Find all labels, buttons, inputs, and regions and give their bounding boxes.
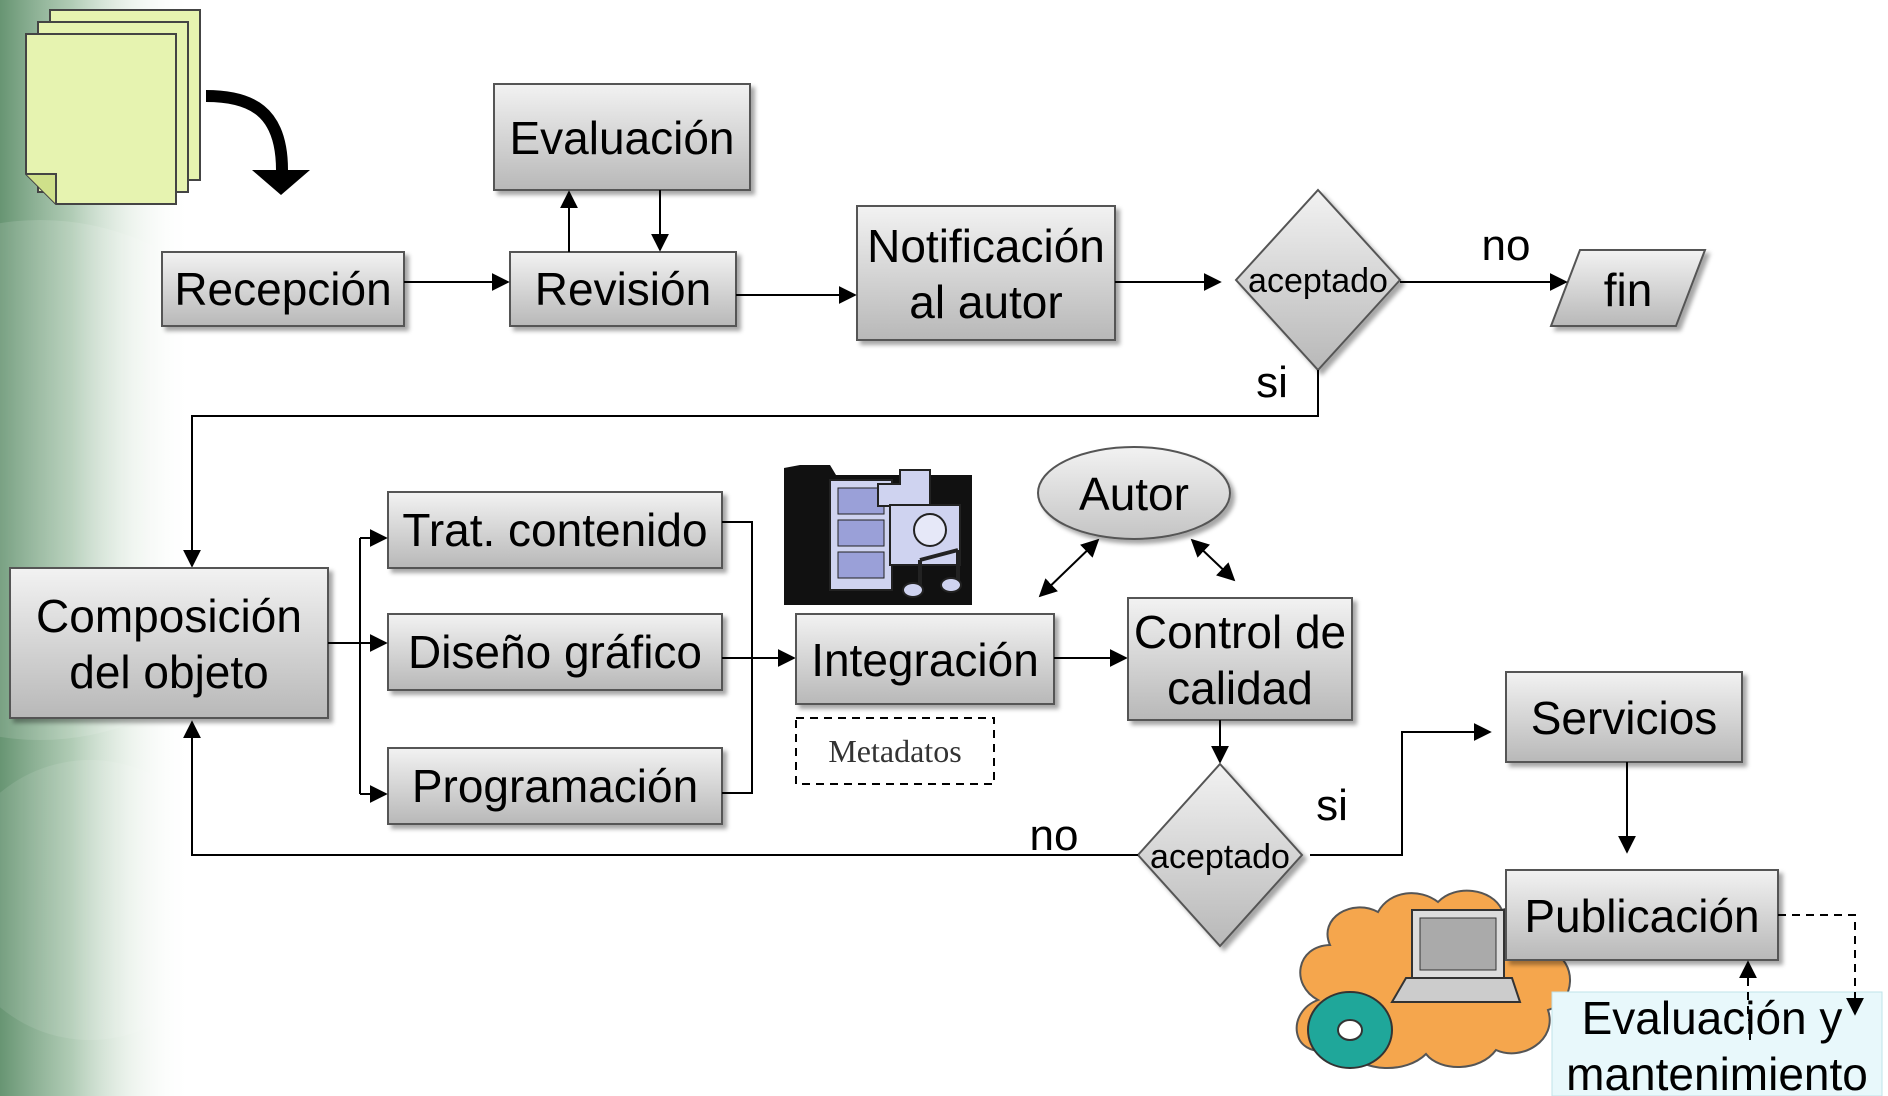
aceptado-2-label: aceptado [1150,838,1290,876]
publicacion-label: Publicación [1524,890,1759,942]
notificacion-box: Notificación al autor [856,205,1116,341]
evaluacion-mantenimiento-label-1: Evaluación y [1582,992,1843,1044]
autor-oval: Autor [1037,446,1231,540]
edge-autor-control [1190,538,1236,582]
composicion-label-2: del objeto [69,646,269,698]
edge-label-si-1: si [1256,358,1288,407]
servicios-label: Servicios [1531,692,1718,744]
edge-evaluacion-publicacion [1739,960,1757,1040]
publicacion-box: Publicación [1505,869,1779,961]
evaluacion-mantenimiento-box: Evaluación y mantenimiento [1551,991,1883,1096]
diseno-grafico-box: Diseño gráfico [387,613,723,691]
cd-icon [1307,991,1393,1069]
control-label-1: Control de [1134,606,1346,658]
servicios-box: Servicios [1505,671,1743,763]
edge-aceptado-servicios [1310,723,1492,856]
edge-integracion-autor [1038,538,1100,598]
trat-contenido-label: Trat. contenido [402,504,707,556]
programacion-box: Programación [387,747,723,825]
document-stack-icon [25,9,310,205]
recepcion-box: Recepción [161,251,405,327]
aceptado-1-label: aceptado [1248,262,1388,300]
diseno-grafico-label: Diseño gráfico [408,626,702,678]
metadatos-label: Metadatos [828,733,961,769]
revision-box: Revisión [509,251,737,327]
integracion-label: Integración [811,634,1039,686]
control-calidad-box: Control de calidad [1127,597,1353,721]
composicion-label-1: Composición [36,590,302,642]
metadatos-box: Metadatos [795,717,995,785]
fin-label: fin [1604,264,1653,316]
control-label-2: calidad [1167,662,1313,714]
decision-aceptado-1: aceptado [1234,188,1402,372]
evaluacion-box: Evaluación [493,83,751,191]
edge-label-no-2: no [1030,811,1079,860]
edge-label-si-2: si [1316,781,1348,830]
programacion-label: Programación [412,760,698,812]
integracion-box: Integración [795,613,1055,705]
notificacion-label-2: al autor [909,276,1062,328]
composicion-box: Composición del objeto [9,567,329,719]
fin-box: fin [1549,249,1707,327]
evaluacion-label: Evaluación [509,112,734,164]
evaluacion-mantenimiento-label-2: mantenimiento [1566,1048,1868,1096]
edge-label-no-1: no [1482,221,1531,270]
autor-label: Autor [1079,468,1189,520]
notificacion-label-1: Notificación [867,220,1105,272]
decision-aceptado-2: aceptado [1136,762,1304,948]
edge-aceptado-composicion-no [183,720,1138,856]
recepcion-label: Recepción [174,263,391,315]
revision-label: Revisión [535,263,711,315]
trat-contenido-box: Trat. contenido [387,491,723,569]
multimedia-icon [784,465,972,605]
edge-publicacion-evaluacion [1778,914,1864,1016]
edge-aceptado-composicion [183,370,1319,568]
